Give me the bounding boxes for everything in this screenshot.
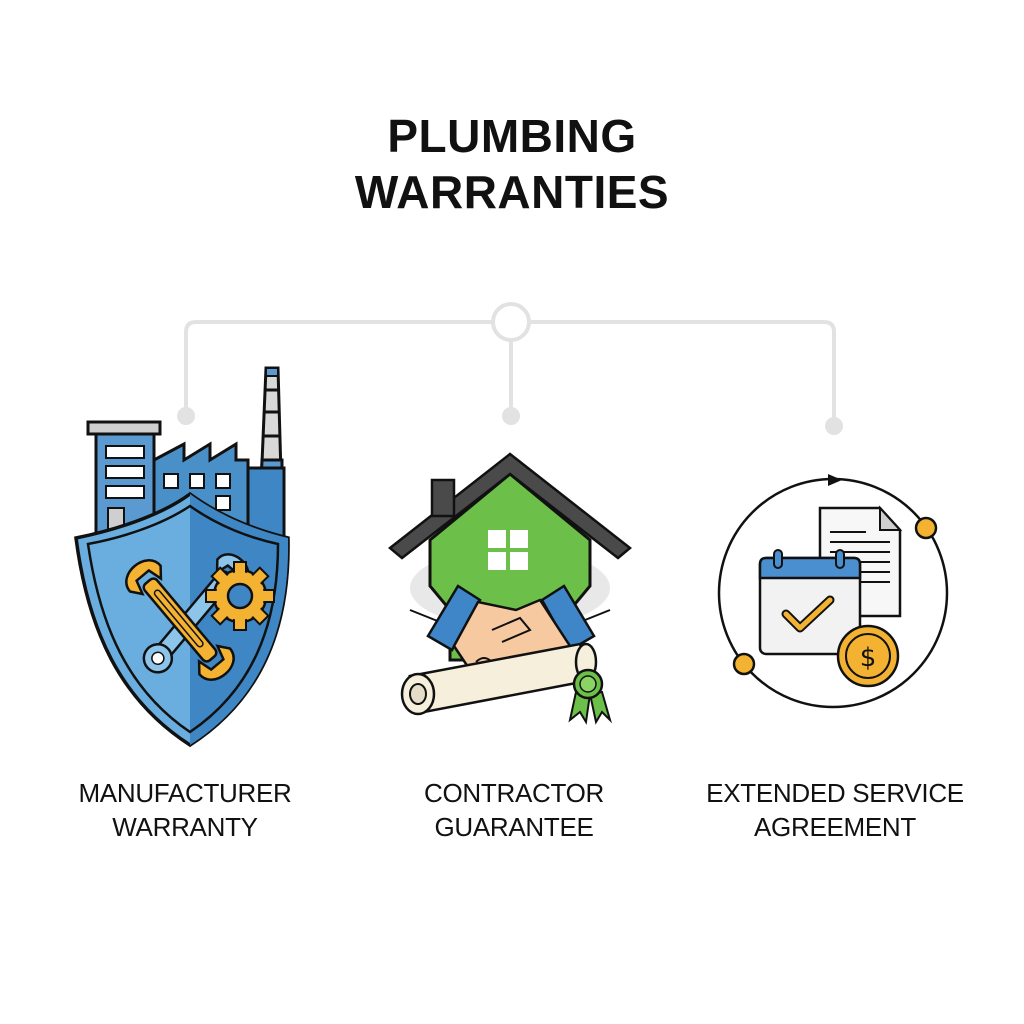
branch-node-left (177, 407, 195, 425)
title-line-1: PLUMBING (387, 110, 637, 162)
title-line-2: WARRANTIES (354, 166, 670, 218)
house-handshake-certificate-icon (388, 452, 632, 725)
calendar-document-coin-cycle-icon: $ (717, 474, 949, 709)
label-contractor-guarantee: CONTRACTOR GUARANTEE (424, 778, 604, 842)
branch-node-center (502, 407, 520, 425)
label-extended-service-agreement: EXTENDED SERVICE AGREEMENT (706, 778, 964, 842)
hub-node (491, 302, 531, 342)
branch-node-right (825, 417, 843, 435)
dollar-sign: $ (860, 643, 877, 673)
page-title: PLUMBING WARRANTIES (0, 108, 1024, 220)
factory-shield-wrench-gear-icon (74, 366, 290, 748)
label-manufacturer-warranty: MANUFACTURER WARRANTY (78, 778, 292, 842)
